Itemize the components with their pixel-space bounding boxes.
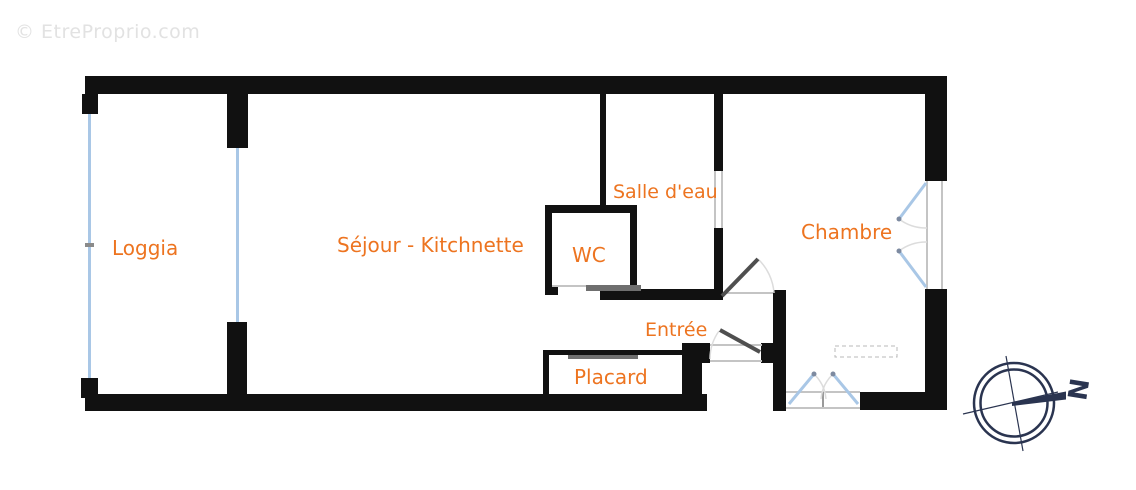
loggia-separator-wall-bottom <box>227 322 247 410</box>
salledeau-chambre-wall-top <box>714 94 723 171</box>
compass-outer-circle <box>972 361 1056 445</box>
wc-wall-left <box>545 205 552 291</box>
compass-inner-circle <box>979 368 1049 438</box>
wc-sliding-door <box>586 285 641 291</box>
chambre-door-leaf <box>720 257 760 298</box>
chambre-window-face-line-outer <box>941 181 943 289</box>
bottom-wall-right <box>860 392 947 410</box>
front-door-right-jamb <box>761 343 779 363</box>
chambre-window-swing-arc-top <box>898 218 928 229</box>
compass-rose-icon <box>962 355 1066 452</box>
entree-right-wall <box>773 290 786 411</box>
balcony-door-leaf-right <box>831 373 860 405</box>
chambre-window-face-line-inner <box>926 181 928 289</box>
compass-axis-vertical <box>1005 355 1024 452</box>
balcony-door-swing-arc-left <box>813 373 827 400</box>
chambre-right-wall-bottom <box>925 289 947 410</box>
north-needle-icon <box>1012 391 1066 406</box>
wc-wall-top <box>545 205 637 213</box>
salledeau-door-opening-line-right <box>721 171 723 228</box>
radiator-dashed-outline <box>834 345 898 358</box>
room-label-sejour: Séjour - Kitchnette <box>337 233 524 257</box>
salledeau-chambre-wall-bottom <box>714 228 723 300</box>
room-label-salle-deau: Salle d'eau <box>613 181 718 203</box>
chambre-door-opening-line <box>725 292 773 294</box>
room-label-loggia: Loggia <box>112 236 179 260</box>
room-label-entree: Entrée <box>645 319 708 341</box>
front-door-opening-line-bottom <box>710 360 762 362</box>
chambre-balcony-center-post <box>822 392 824 407</box>
placard-left-wall <box>543 350 549 394</box>
loggia-left-wall-bottom <box>81 378 98 398</box>
front-door-left-jamb <box>682 343 710 363</box>
room-label-wc: WC <box>572 243 606 267</box>
entree-top-wall <box>600 289 723 300</box>
placard-top-wall <box>543 350 683 355</box>
chambre-door-swing-arc <box>757 258 775 294</box>
loggia-left-wall-top <box>82 94 98 114</box>
chambre-right-wall-top <box>925 94 947 181</box>
front-door-leaf <box>719 328 761 354</box>
top-wall <box>85 76 947 94</box>
balcony-door-leaf-left-tip <box>811 371 817 377</box>
chambre-window-leaf-top-tip <box>896 216 902 222</box>
sejour-salledeau-wall <box>600 94 606 206</box>
placard-sliding-door <box>568 355 638 359</box>
loggia-sejour-window <box>236 148 239 322</box>
chambre-balcony-opening-line-bottom <box>786 407 860 409</box>
room-label-placard: Placard <box>574 365 648 389</box>
loggia-separator-wall-top <box>227 94 248 148</box>
watermark-text: © EtreProprio.com <box>15 21 201 43</box>
loggia-window-mullion <box>85 243 94 247</box>
chambre-window-leaf-top <box>897 182 928 220</box>
compass-north-letter: N <box>1060 375 1094 403</box>
wc-opening-line <box>552 285 586 287</box>
placard-right-wall <box>682 363 702 394</box>
compass-axis-horizontal <box>962 391 1059 415</box>
front-door-opening-line-top <box>710 344 762 346</box>
chambre-window-swing-arc-bottom <box>898 241 928 252</box>
balcony-door-leaf-left <box>787 373 816 405</box>
wc-wall-bottom-nub <box>545 287 558 295</box>
bottom-wall-left <box>85 394 707 411</box>
chambre-window-leaf-bottom <box>897 250 928 288</box>
wc-wall-right <box>630 205 637 290</box>
chambre-window-leaf-bottom-tip <box>896 248 902 254</box>
salledeau-door-opening-line-left <box>714 171 716 228</box>
room-label-chambre: Chambre <box>801 220 893 244</box>
balcony-door-leaf-right-tip <box>830 371 836 377</box>
